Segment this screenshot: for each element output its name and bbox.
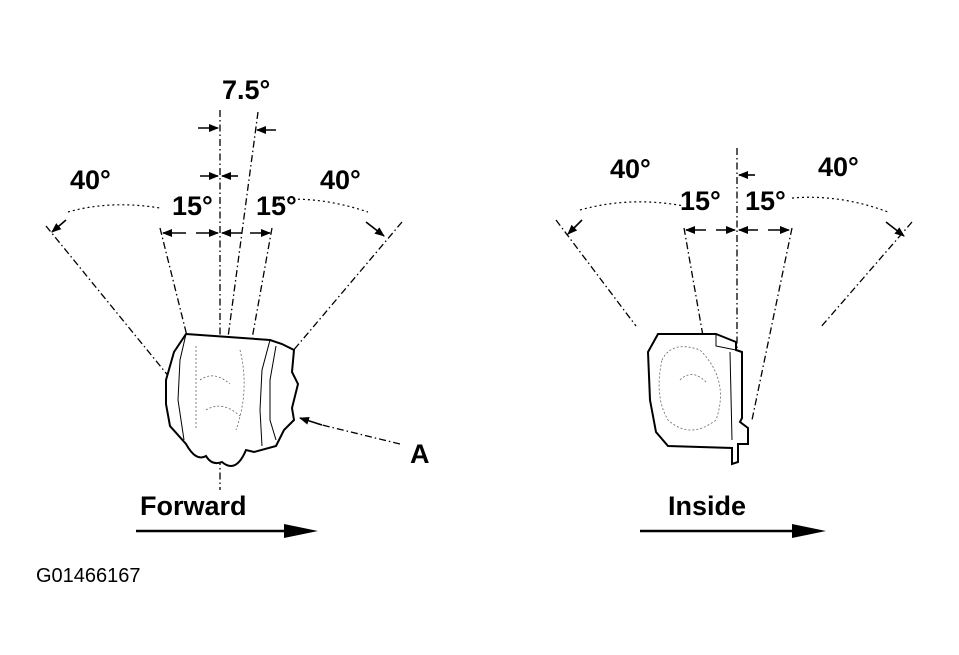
right-label-40-right: 40° — [818, 152, 859, 182]
right-part-body — [646, 333, 749, 466]
left-label-7-5: 7.5° — [222, 75, 270, 105]
forward-label: Forward — [140, 491, 247, 521]
right-view: 40° 15° 15° 40° Inside — [555, 148, 913, 538]
inside-arrowhead — [792, 524, 826, 538]
right-40-line-left — [555, 219, 637, 327]
left-40-arc-right — [277, 198, 369, 213]
left-40-line-right — [291, 221, 403, 353]
callout-a-label: A — [410, 439, 430, 469]
left-view: 7.5° 40° 15° 15° 40° A Forward — [45, 75, 430, 538]
right-40-arrow-right — [885, 221, 905, 237]
right-40-arc-right — [791, 196, 889, 213]
left-40-arrow-left — [51, 219, 67, 233]
left-15-line-right — [249, 227, 273, 351]
left-part-body — [165, 332, 300, 467]
right-15-line-left — [683, 227, 704, 337]
left-40-line-left — [45, 225, 171, 379]
right-40-arc-left — [579, 201, 685, 211]
figure-id: G01466167 — [36, 565, 141, 587]
left-40-arrow-right — [365, 221, 385, 237]
inside-label: Inside — [668, 491, 746, 521]
left-label-15-left: 15° — [172, 191, 213, 221]
callout-a-leader — [317, 423, 401, 445]
left-15-line-left — [159, 227, 194, 361]
right-label-40-left: 40° — [610, 154, 651, 184]
right-15-line-right — [751, 227, 793, 421]
right-40-line-right — [819, 221, 913, 329]
left-label-40-right: 40° — [320, 165, 361, 195]
left-40-arc-left — [67, 204, 161, 213]
left-label-40-left: 40° — [70, 165, 111, 195]
right-40-arrow-left — [567, 219, 583, 235]
left-tilt-line — [224, 111, 259, 361]
right-label-15-left: 15° — [680, 186, 721, 216]
forward-arrowhead — [284, 524, 318, 538]
left-label-15-right: 15° — [256, 191, 297, 221]
callout-a-arrowhead — [299, 416, 323, 426]
right-label-15-right: 15° — [745, 186, 786, 216]
